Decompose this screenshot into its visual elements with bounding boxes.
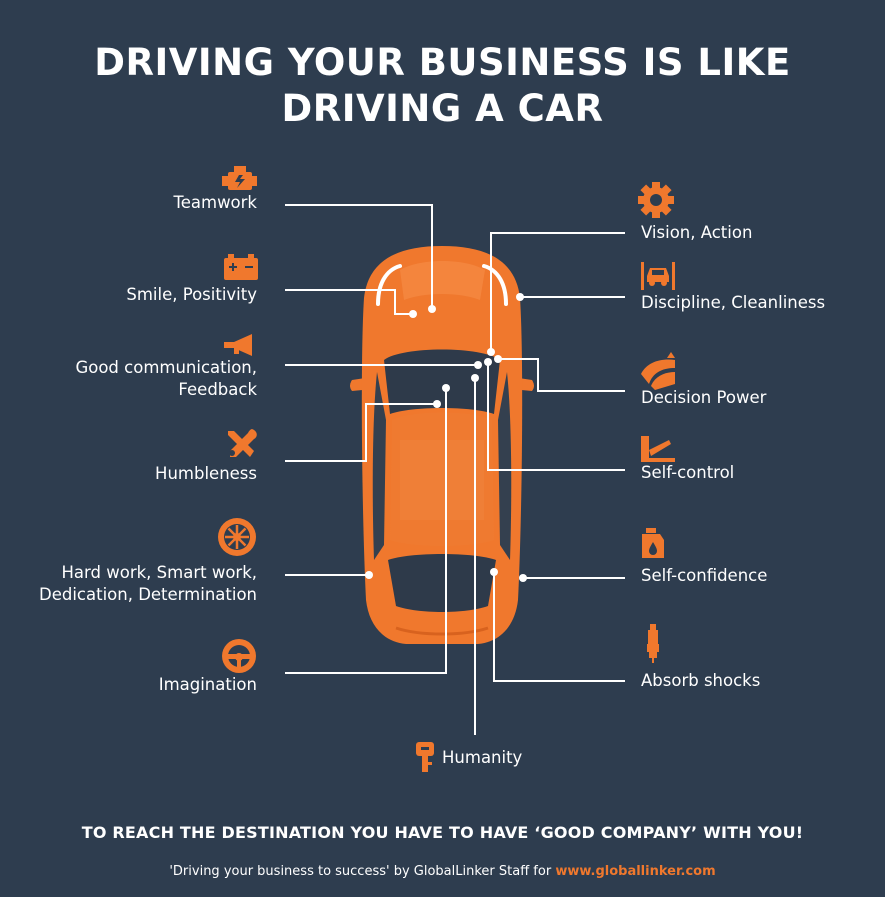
roof-highlight: [400, 440, 484, 520]
dot-selfconfidence: [519, 574, 527, 582]
label-smile-positivity: Smile, Positivity: [126, 285, 257, 304]
left-headlight: [376, 264, 402, 306]
label-hard-work-line1: Hard work, Smart work,: [61, 563, 257, 582]
wheel-icon: [218, 518, 256, 556]
label-humanity: Humanity: [442, 748, 523, 767]
tools-icon: [228, 429, 257, 457]
label-self-confidence: Self-confidence: [641, 566, 768, 585]
right-headlight: [482, 264, 508, 306]
globallinker-link[interactable]: www.globallinker.com: [555, 864, 716, 879]
dot-discipline: [516, 293, 524, 301]
label-good-communication-line2: Feedback: [178, 380, 257, 399]
line-teamwork: [285, 204, 433, 308]
label-decision-power: Decision Power: [641, 388, 767, 407]
car: [350, 246, 534, 644]
connector-lines: [285, 204, 625, 735]
credit-line: 'Driving your business to success' by Gl…: [0, 864, 885, 879]
dot-imagination: [442, 384, 450, 392]
brake-pedal-icon: [641, 436, 675, 462]
label-teamwork: Teamwork: [173, 193, 257, 212]
dot-decision: [494, 355, 502, 363]
battery-icon: [224, 254, 258, 280]
credit-text: 'Driving your business to success' by Gl…: [169, 864, 552, 879]
label-hard-work-line2: Dedication, Determination: [39, 585, 257, 604]
dot-communication: [474, 361, 482, 369]
line-vision: [490, 232, 625, 352]
dot-hardwork: [365, 571, 373, 579]
line-selfcontrol: [487, 362, 625, 471]
line-smile: [285, 289, 413, 315]
oil-can-icon: [642, 528, 664, 558]
horn-icon: [224, 334, 252, 356]
car-key-icon: [416, 742, 434, 772]
label-imagination: Imagination: [158, 675, 257, 694]
line-imagination: [285, 388, 447, 674]
line-decision: [498, 358, 625, 392]
label-discipline-cleanliness: Discipline, Cleanliness: [641, 293, 826, 312]
brake-pad-icon: [641, 352, 675, 390]
connector-dots: [365, 293, 527, 582]
label-humbleness: Humbleness: [155, 464, 257, 483]
tagline: TO REACH THE DESTINATION YOU HAVE TO HAV…: [81, 823, 804, 842]
line-humbleness: [285, 403, 437, 462]
dot-absorb: [490, 568, 498, 576]
rear-bumper: [395, 626, 489, 636]
title-line-2: DRIVING A CAR: [281, 87, 604, 130]
dot-smile: [409, 310, 417, 318]
label-hard-work: Hard work, Smart work, Dedication, Deter…: [39, 562, 257, 606]
label-vision-action: Vision, Action: [641, 223, 753, 242]
page-title: DRIVING YOUR BUSINESS IS LIKE DRIVING A …: [0, 40, 885, 132]
label-good-communication-line1: Good communication,: [75, 358, 257, 377]
steering-wheel-icon: [222, 639, 256, 673]
engine-icon: [222, 166, 257, 190]
roof: [390, 412, 494, 546]
gear-icon: [638, 182, 674, 218]
title-line-1: DRIVING YOUR BUSINESS IS LIKE: [94, 41, 791, 84]
dot-selfcontrol: [484, 358, 492, 366]
label-absorb-shocks: Absorb shocks: [641, 671, 761, 690]
label-good-communication: Good communication, Feedback: [75, 357, 257, 401]
dot-vision: [487, 348, 495, 356]
dot-humanity: [471, 374, 479, 382]
dot-teamwork: [428, 305, 436, 313]
right-window: [498, 372, 512, 560]
rear-window: [388, 554, 496, 612]
left-window: [372, 372, 386, 560]
dot-humbleness: [433, 400, 441, 408]
car-lift-icon: [641, 262, 675, 290]
spark-plug-icon: [647, 624, 659, 663]
hood-highlight: [400, 261, 485, 300]
label-self-control: Self-control: [641, 463, 735, 482]
line-absorb: [493, 572, 625, 682]
